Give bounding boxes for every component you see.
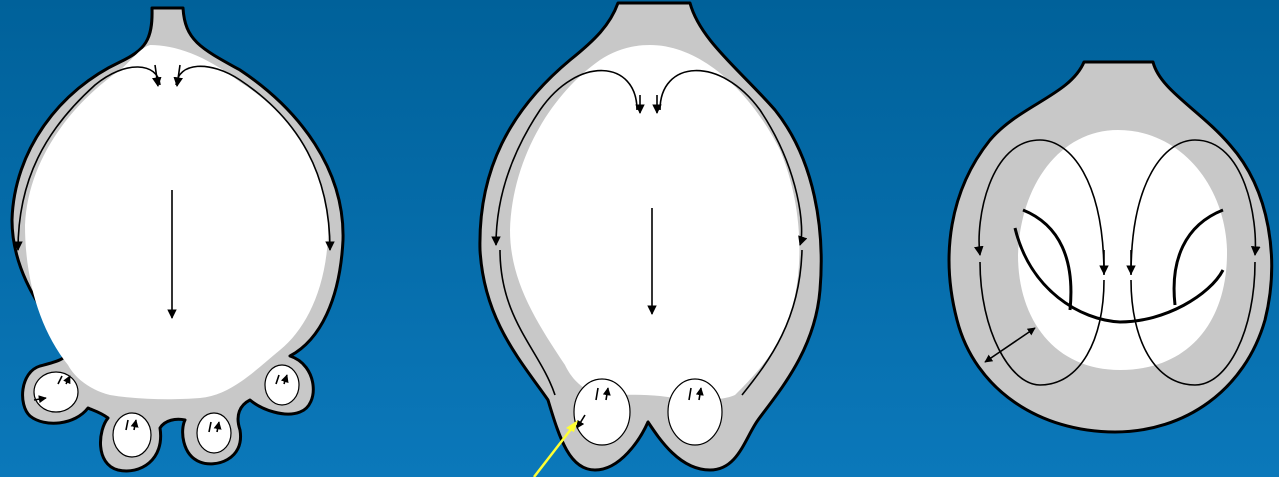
left-lobe-4 xyxy=(265,365,299,405)
left-lobe-2 xyxy=(113,413,151,457)
middle-lobe-1 xyxy=(574,379,630,445)
left-lobe-3 xyxy=(197,413,231,453)
left-lobe-1 xyxy=(34,372,78,412)
middle-lobe-2 xyxy=(668,379,722,445)
